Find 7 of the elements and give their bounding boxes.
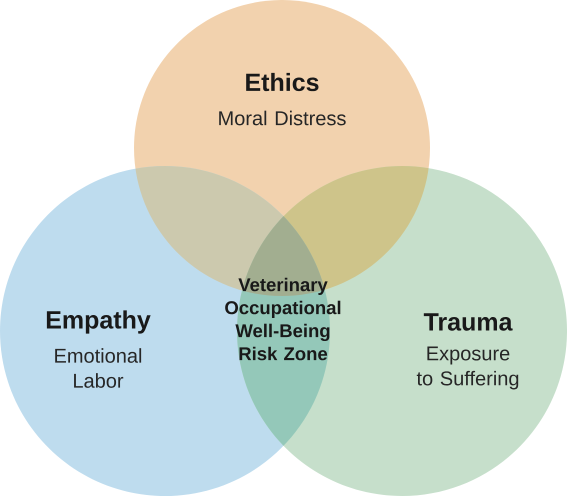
circle-heading: Ethics [246,72,318,92]
zone-label: Veterinary Occupational Well-Being Risk Zone [225,278,340,360]
circle-subtitle: Exposure to Suffering [416,346,518,390]
circle-heading: Trauma [424,313,513,331]
circle-heading: Empathy [46,310,151,334]
circle-subtitle: Emotional Labor [55,348,142,388]
circle-subtitle: Moral Distress [219,110,346,126]
